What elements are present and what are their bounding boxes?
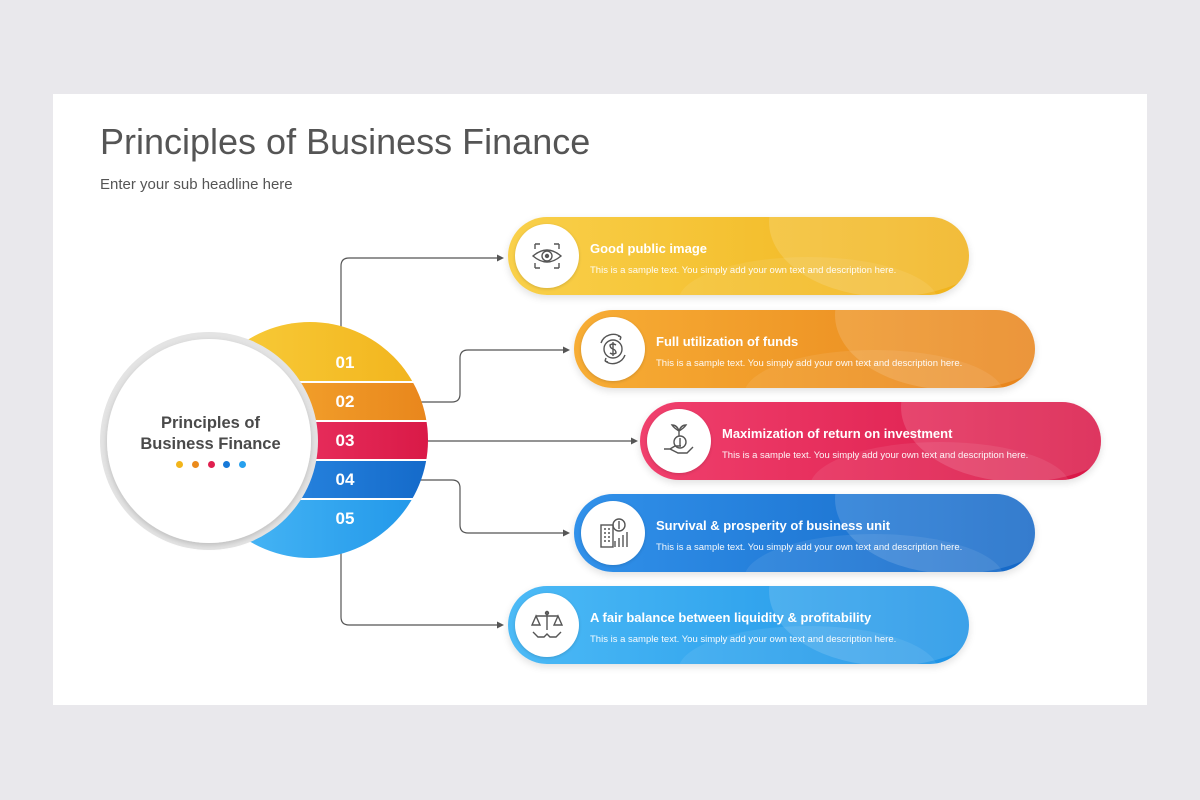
item-title-04: Survival & prosperity of business unit: [656, 518, 891, 533]
hub-color-dots: [176, 461, 246, 469]
item-title-03: Maximization of return on investment: [722, 426, 953, 441]
eye-icon: [515, 224, 579, 288]
dot-orange: [191, 461, 199, 468]
arrowhead-05: [497, 621, 504, 629]
balance-scale-icon: [515, 593, 579, 657]
hub-label-line1: Principles of: [160, 414, 261, 432]
item-card-03: Maximization of return on investment Thi…: [640, 402, 1101, 480]
slide-subtitle: Enter your sub headline here: [100, 176, 293, 193]
slide-title: Principles of Business Finance: [100, 121, 591, 162]
item-card-05: A fair balance between liquidity & profi…: [508, 586, 969, 664]
building-growth-icon: [581, 501, 645, 565]
item-card-01: Good public image This is a sample text.…: [508, 217, 969, 295]
item-desc-03: This is a sample text. You simply add yo…: [722, 450, 1029, 461]
dot-light-blue: [239, 461, 246, 468]
band-number-04: 04: [335, 470, 355, 489]
band-number-01: 01: [335, 353, 355, 372]
item-title-05: A fair balance between liquidity & profi…: [590, 610, 872, 625]
item-desc-01: This is a sample text. You simply add yo…: [590, 265, 897, 276]
band-number-02: 02: [335, 392, 355, 411]
hub-label: Principles of Business Finance: [118, 413, 303, 455]
arrowhead-03: [631, 437, 638, 445]
item-title-01: Good public image: [590, 241, 708, 256]
connector-04: [415, 479, 566, 534]
dollar-cycle-icon: [581, 317, 645, 381]
hub-circle: [107, 339, 311, 543]
arrowhead-04: [563, 529, 570, 537]
hub-label-line2: Business Finance: [140, 435, 281, 453]
item-desc-04: This is a sample text. You simply add yo…: [656, 542, 963, 553]
hand-money-plant-icon: [647, 409, 711, 473]
item-desc-02: This is a sample text. You simply add yo…: [656, 358, 963, 369]
arrowhead-01: [497, 254, 504, 262]
item-card-02: Full utilization of funds This is a samp…: [574, 310, 1035, 388]
item-desc-05: This is a sample text. You simply add yo…: [590, 634, 897, 645]
connector-lines: [340, 257, 634, 626]
connector-01: [340, 257, 500, 350]
band-number-05: 05: [335, 509, 355, 528]
arrowhead-02: [563, 346, 570, 354]
item-card-04: Survival & prosperity of business unit T…: [574, 494, 1035, 572]
connector-05: [340, 531, 500, 626]
dot-yellow: [176, 461, 183, 468]
connector-02: [415, 349, 566, 403]
dot-red: [207, 461, 215, 468]
dot-blue: [223, 461, 231, 468]
band-number-03: 03: [335, 431, 355, 450]
item-title-02: Full utilization of funds: [656, 334, 799, 349]
